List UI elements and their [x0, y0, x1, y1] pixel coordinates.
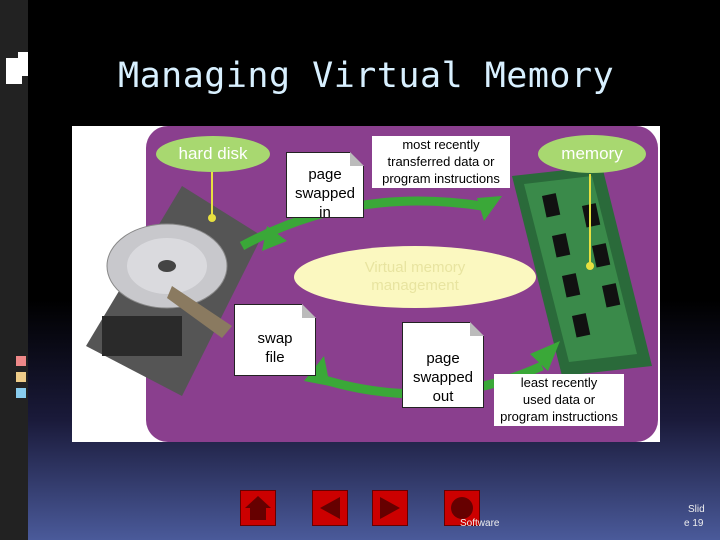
page-in-line2: swapped: [294, 185, 356, 202]
arrow-head: [262, 226, 287, 251]
hard-disk-label: hard disk: [156, 136, 270, 172]
least-line1: least recently: [520, 375, 598, 390]
page-swapped-out-doc: page swapped out: [402, 322, 484, 408]
page-out-line3: out: [432, 388, 454, 405]
page-in-line1: page: [308, 166, 342, 183]
hard-disk-image: [86, 156, 262, 396]
page-out-line2: swapped: [412, 369, 474, 386]
diagram-graphics: [86, 156, 652, 399]
swap-line1: swap: [257, 330, 293, 347]
home-icon: [245, 496, 271, 520]
recent-line2: transferred data or: [387, 154, 495, 169]
arrow-head: [477, 196, 502, 221]
memory-image: [512, 166, 652, 376]
home-button[interactable]: [240, 490, 276, 526]
slide-title: Managing Virtual Memory: [118, 56, 615, 96]
left-decor-bar: [0, 0, 28, 540]
decor-square: [16, 388, 26, 398]
slide-number-word: Slid: [688, 504, 705, 515]
back-button[interactable]: [312, 490, 348, 526]
least-line2: used data or: [522, 392, 596, 407]
forward-button[interactable]: [372, 490, 408, 526]
recent-line1: most recently: [402, 137, 480, 152]
back-arrow-icon: [320, 497, 340, 519]
memory-label: memory: [538, 135, 646, 173]
vmm-line1: Virtual memory: [364, 259, 466, 276]
footer-software: Software: [460, 518, 500, 529]
left-decor-block-small: [18, 52, 28, 76]
swap-line2: file: [265, 349, 285, 366]
forward-arrow-icon: [380, 497, 400, 519]
least-line3: program instructions: [500, 409, 618, 424]
decor-square: [16, 356, 26, 366]
page-swapped-in-doc: page swapped in: [286, 152, 364, 221]
slide-number: e 19: [684, 518, 704, 529]
page-in-line3: in: [319, 204, 331, 221]
arrow-head: [304, 356, 330, 386]
virtual-memory-management-ellipse: Virtual memory management: [294, 246, 536, 308]
least-caption: least recently used data or program inst…: [494, 374, 624, 426]
swap-file-doc: swap file: [234, 304, 316, 376]
vmm-line2: management: [371, 277, 459, 294]
arrow-head: [530, 341, 560, 371]
end-button[interactable]: [444, 490, 480, 526]
recent-caption: most recently transferred data or progra…: [372, 136, 510, 188]
end-icon: [451, 497, 473, 519]
page-out-line1: page: [426, 350, 460, 367]
recent-line3: program instructions: [382, 171, 500, 186]
decor-square: [16, 372, 26, 382]
